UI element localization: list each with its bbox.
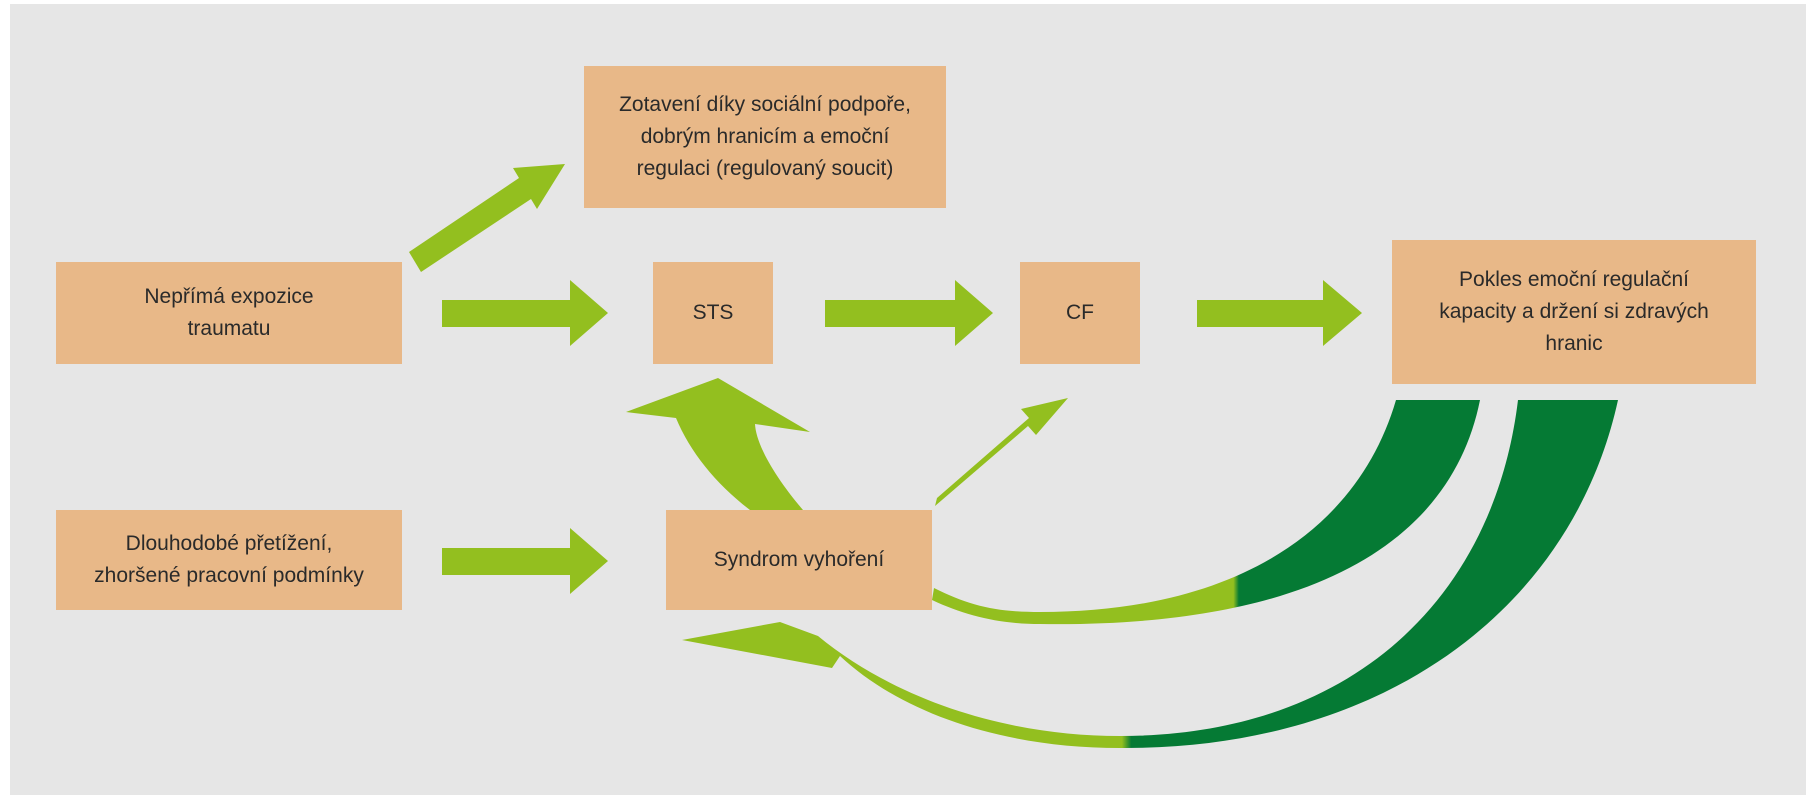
arrow-exposure-to-sts xyxy=(442,280,608,346)
node-recovery-line-3: regulaci (regulovaný soucit) xyxy=(636,157,894,180)
node-decline-line-3: hranic xyxy=(1545,332,1603,355)
node-decline-line-2: kapacity a držení si zdravých xyxy=(1439,300,1709,323)
node-recovery-line-2: dobrým hranicím a emoční xyxy=(640,125,890,148)
node-indirect-exposure-line-1: Nepřímá expozice xyxy=(144,285,314,308)
node-decline-line-1: Pokles emoční regulační xyxy=(1459,268,1689,291)
arrow-decline-to-burnout-outer xyxy=(682,400,1618,749)
node-overload: Dlouhodobé přetížení, zhoršené pracovní … xyxy=(56,510,402,610)
node-recovery: Zotavení díky sociální podpoře, dobrým h… xyxy=(584,66,946,208)
node-indirect-exposure-line-2: traumatu xyxy=(187,317,271,340)
node-overload-line-1: Dlouhodobé přetížení, xyxy=(125,532,333,555)
arrow-sts-to-cf xyxy=(825,280,993,346)
arrow-burnout-to-cf xyxy=(935,398,1068,506)
node-indirect-exposure: Nepřímá expozice traumatu xyxy=(56,262,402,364)
arrow-cf-to-decline xyxy=(1197,280,1362,346)
node-burnout-label: Syndrom vyhoření xyxy=(713,548,885,571)
node-cf: CF xyxy=(1020,262,1140,364)
node-burnout: Syndrom vyhoření xyxy=(666,510,932,610)
node-decline: Pokles emoční regulační kapacity a držen… xyxy=(1392,240,1756,384)
arrow-overload-to-burnout xyxy=(442,528,608,594)
node-cf-label: CF xyxy=(1066,301,1094,324)
arrow-burnout-to-sts xyxy=(626,378,810,510)
arrow-decline-to-burnout-inner xyxy=(932,400,1480,625)
node-recovery-line-1: Zotavení díky sociální podpoře, xyxy=(619,93,911,116)
node-sts-label: STS xyxy=(692,301,734,324)
node-sts: STS xyxy=(653,262,773,364)
arrow-exposure-to-recovery xyxy=(409,164,565,272)
node-overload-line-2: zhoršené pracovní podmínky xyxy=(94,564,364,587)
